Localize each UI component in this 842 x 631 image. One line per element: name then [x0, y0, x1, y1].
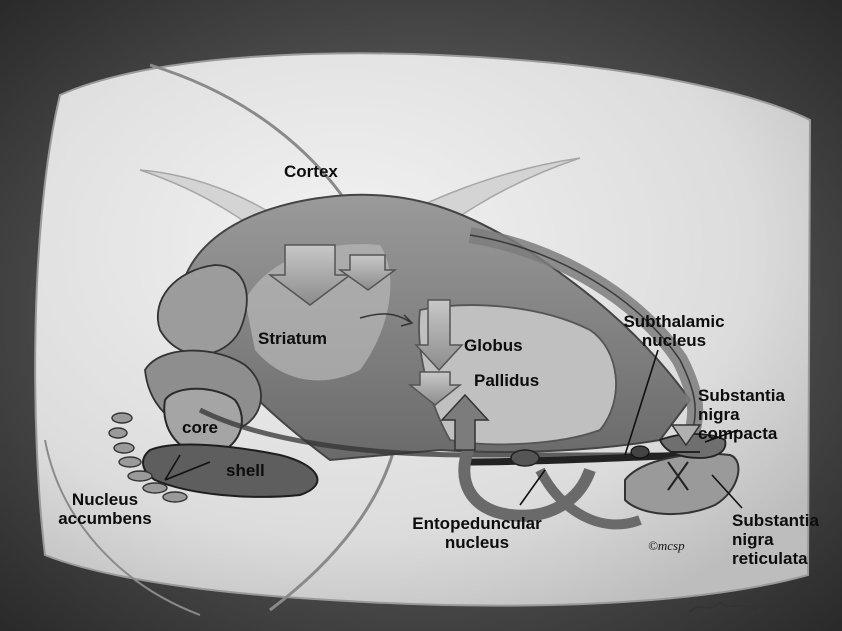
label-globus: Globus — [464, 336, 523, 355]
label-striatum: Striatum — [258, 329, 327, 348]
label-subthalamic-line1: Subthalamic — [618, 312, 730, 331]
label-sn-compacta-line2: nigra — [698, 405, 785, 424]
copyright-mark: ©mcsp — [648, 538, 685, 554]
entopeduncular-nucleus — [511, 450, 539, 466]
subthalamic-nucleus — [631, 446, 649, 458]
label-nucleus-accumbens-line2: accumbens — [50, 509, 160, 528]
label-sn-reticulata-line2: nigra — [732, 530, 819, 549]
label-sn-reticulata-line3: reticulata — [732, 549, 819, 568]
label-nucleus-accumbens: Nucleus accumbens — [50, 490, 160, 528]
label-sn-compacta-line1: Substantia — [698, 386, 785, 405]
label-sn-reticulata-line1: Substantia — [732, 511, 819, 530]
label-sn-compacta: Substantia nigra compacta — [698, 386, 785, 443]
label-sn-reticulata: Substantia nigra reticulata — [732, 511, 819, 568]
label-subthalamic-nucleus: Subthalamic nucleus — [618, 312, 730, 350]
label-shell: shell — [226, 461, 265, 480]
label-sn-compacta-line3: compacta — [698, 424, 785, 443]
label-subthalamic-line2: nucleus — [618, 331, 730, 350]
label-entopeduncular-line2: nucleus — [397, 533, 557, 552]
label-core: core — [182, 418, 218, 437]
label-nucleus-accumbens-line1: Nucleus — [50, 490, 160, 509]
label-pallidus: Pallidus — [474, 371, 539, 390]
label-cortex: Cortex — [284, 162, 338, 181]
label-entopeduncular-nucleus: Entopeduncular nucleus — [397, 514, 557, 552]
label-entopeduncular-line1: Entopeduncular — [397, 514, 557, 533]
